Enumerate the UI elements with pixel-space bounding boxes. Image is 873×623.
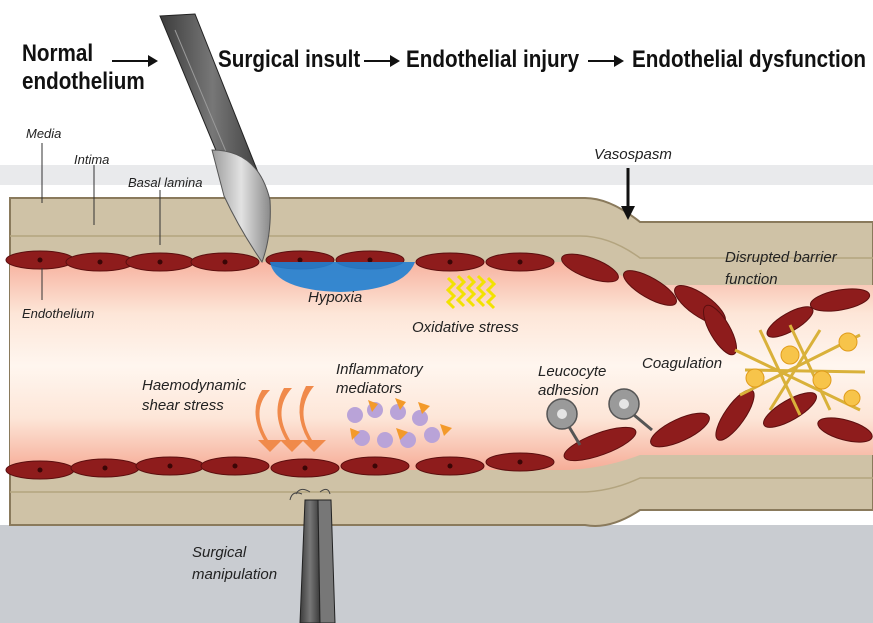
flow-arrow-1 xyxy=(112,60,156,62)
label-oxidative-stress: Oxidative stress xyxy=(412,318,519,337)
label-vasospasm: Vasospasm xyxy=(594,145,672,164)
flow-step-normal-endothelium: Normal endothelium xyxy=(22,40,151,96)
label-endothelium: Endothelium xyxy=(22,304,94,323)
flow-arrow-3 xyxy=(588,60,622,62)
label-coagulation: Coagulation xyxy=(642,354,722,373)
flow-step-surgical-insult: Surgical insult xyxy=(218,46,360,74)
label-disrupted-barrier: Disrupted barrier function xyxy=(725,247,865,291)
label-haemodynamic-shear-stress: Haemodynamic shear stress xyxy=(142,376,272,416)
tissue-background xyxy=(0,525,873,623)
label-media: Media xyxy=(26,124,61,143)
platelet-icon xyxy=(746,369,764,387)
flow-step-endothelial-dysfunction: Endothelial dysfunction xyxy=(632,46,866,74)
label-leucocyte-adhesion: Leucocyte adhesion xyxy=(538,362,618,400)
label-hypoxia: Hypoxia xyxy=(308,288,362,307)
label-inflammatory-mediators: Inflammatory mediators xyxy=(336,360,456,398)
flow-step-endothelial-injury: Endothelial injury xyxy=(406,46,579,74)
flow-arrow-2 xyxy=(364,60,398,62)
label-basal-lamina: Basal lamina xyxy=(128,173,202,192)
label-surgical-manipulation: Surgical manipulation xyxy=(192,542,302,586)
label-intima: Intima xyxy=(74,150,109,169)
